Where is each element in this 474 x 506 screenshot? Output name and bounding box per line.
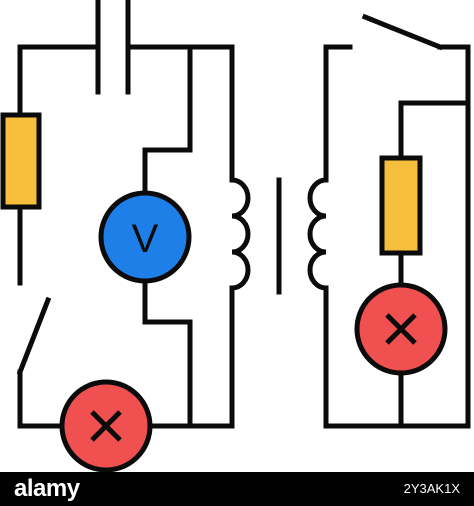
primary-lamp-icon <box>59 379 153 473</box>
secondary-circuit-wires <box>323 44 471 429</box>
capacitor-icon <box>95 0 131 95</box>
image-id: 2Y3AK1X <box>403 481 460 496</box>
secondary-lamp-icon <box>354 282 448 376</box>
voltmeter-icon: V <box>98 190 192 284</box>
secondary-inductor-coil-icon <box>307 177 329 291</box>
primary-resistor-icon <box>0 112 42 210</box>
primary-inductor-coil-icon <box>229 177 251 291</box>
open-switch-top-icon <box>361 13 444 51</box>
secondary-resistor-icon <box>379 155 423 256</box>
voltmeter-label: V <box>132 217 159 261</box>
brand-logo: alamy <box>14 475 80 502</box>
watermark-bar: alamy 2Y3AK1X <box>0 472 474 506</box>
primary-circuit-wires <box>17 44 235 429</box>
open-switch-icon <box>16 296 52 376</box>
